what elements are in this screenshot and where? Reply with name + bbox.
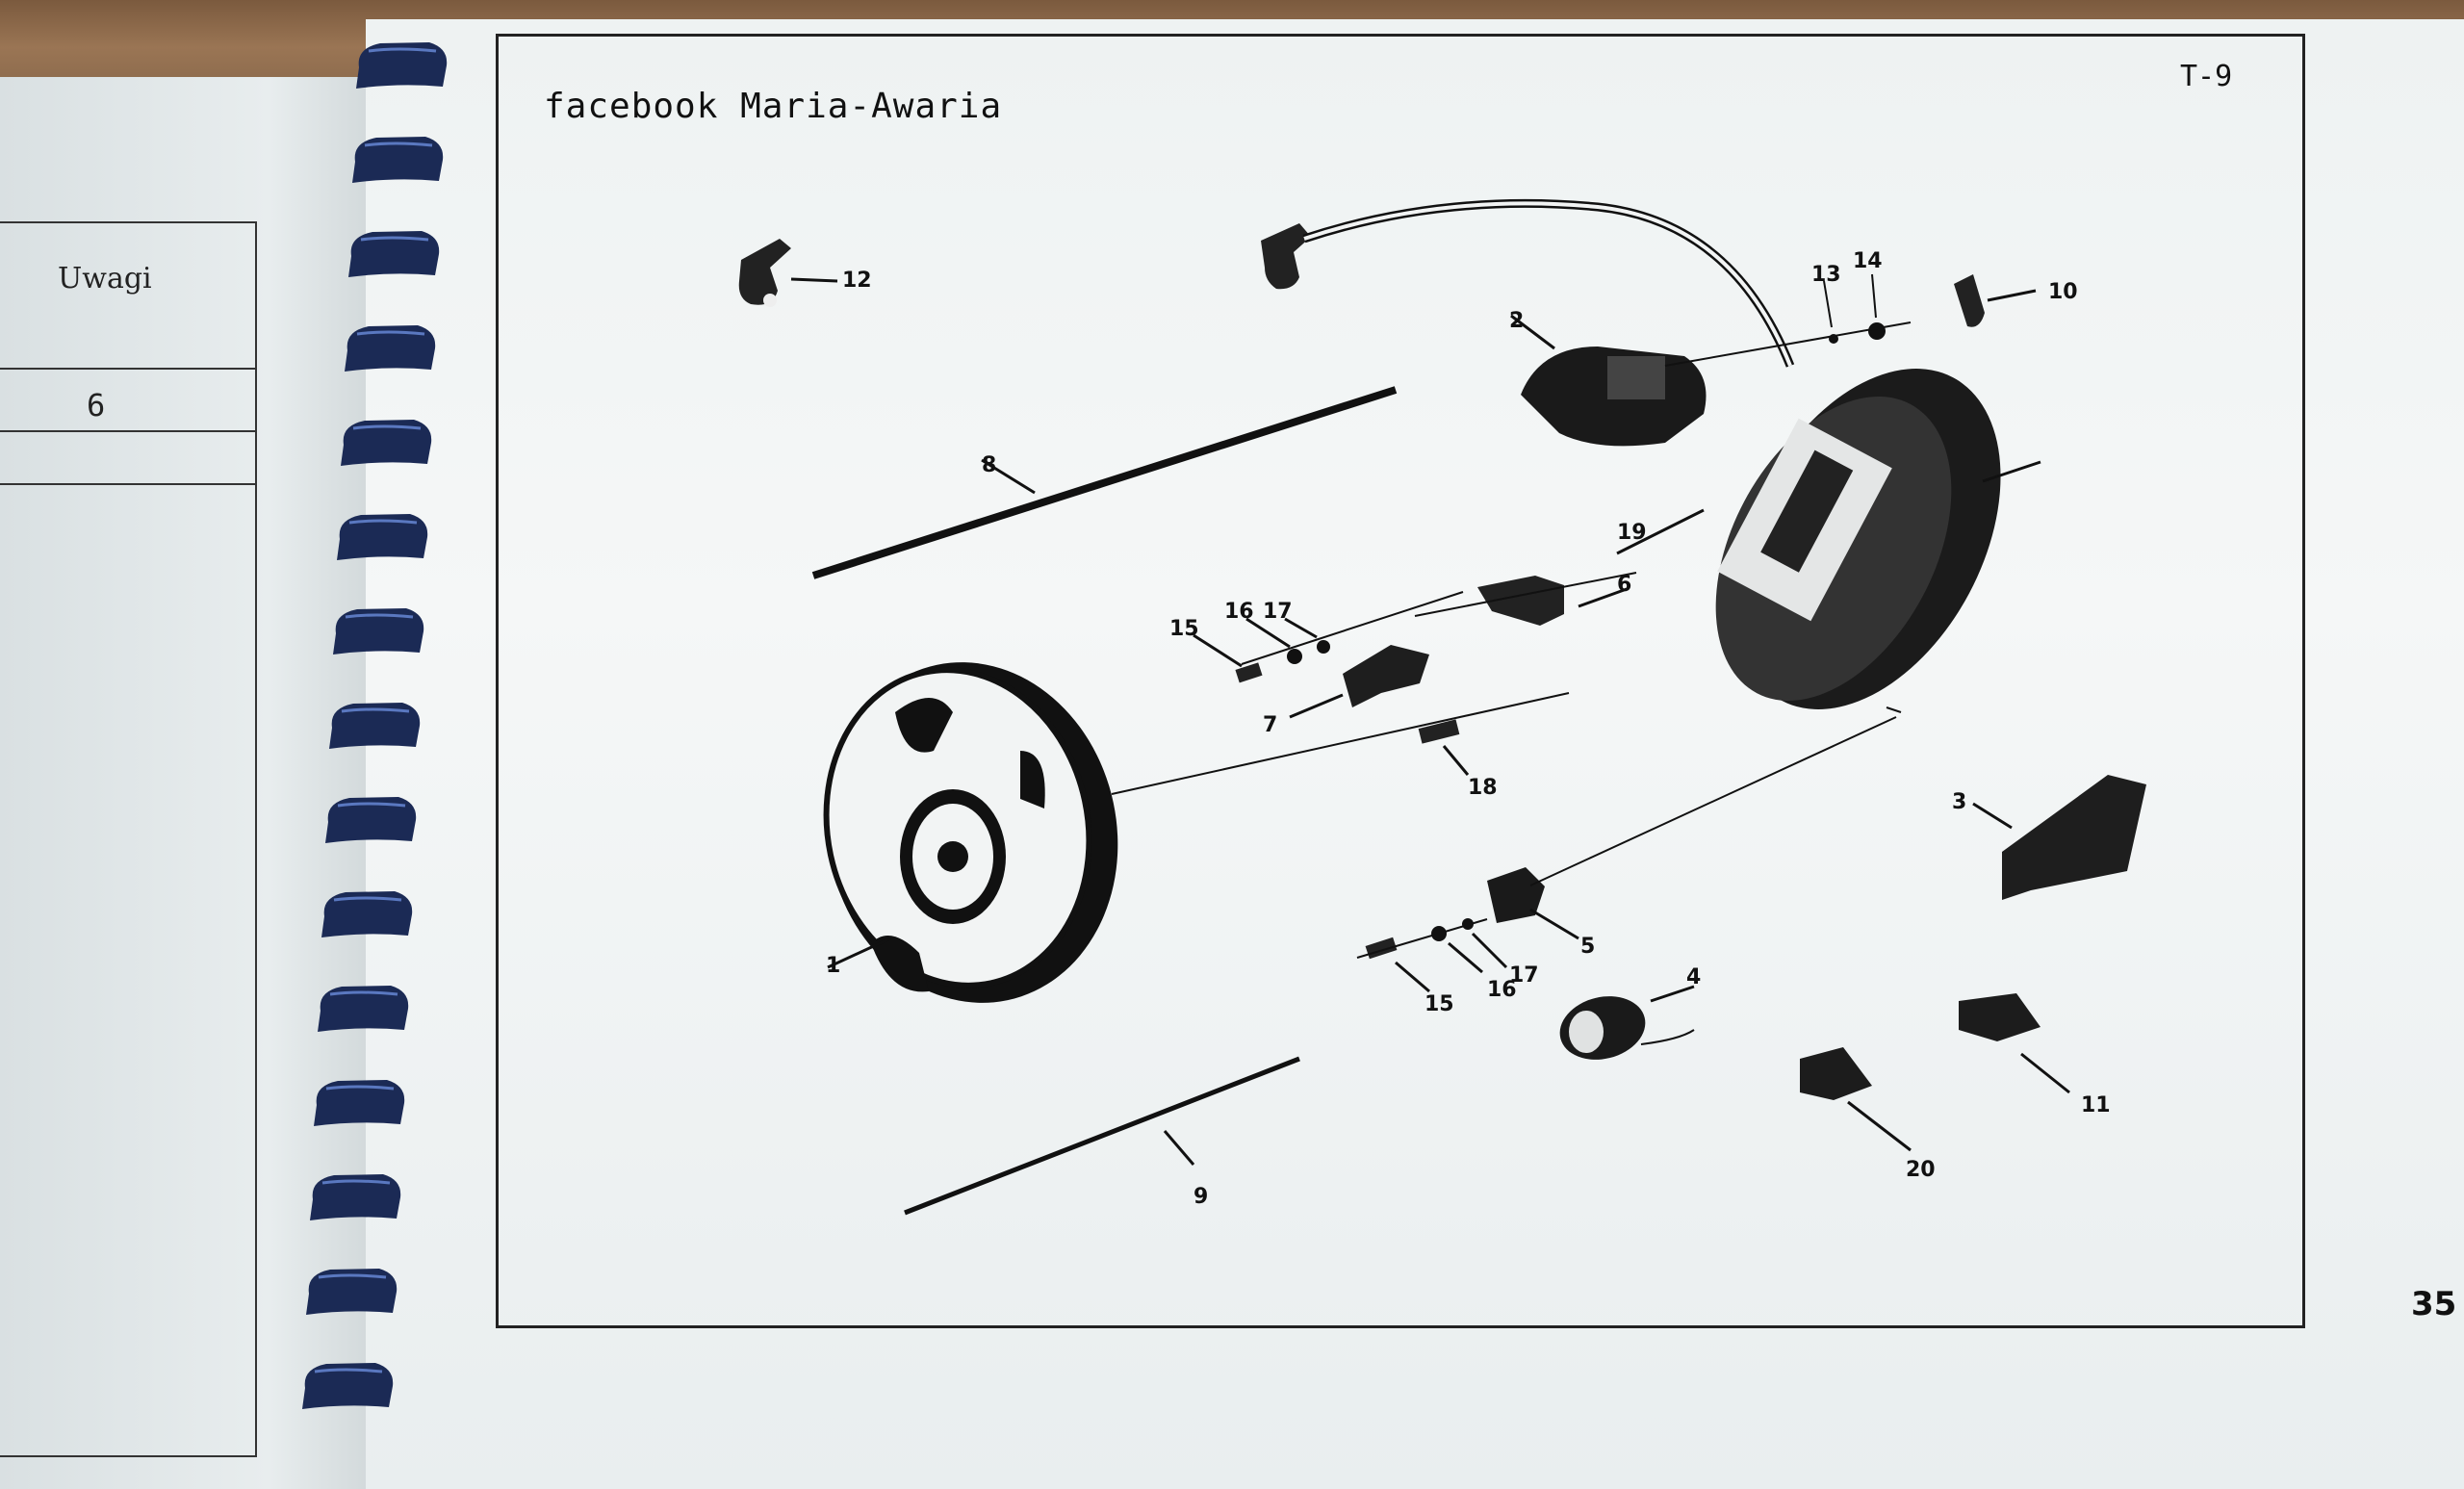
left-page: Uwagi 6 — [0, 77, 385, 1489]
part-grommet-11 — [1959, 993, 2070, 1094]
table-cell-value: 6 — [87, 387, 106, 424]
part-number-label: 17 — [1263, 600, 1293, 624]
binding-coil — [314, 1080, 405, 1126]
binding-coil — [302, 1363, 394, 1409]
binding-coil — [341, 420, 432, 466]
binding-coil — [329, 703, 421, 749]
part-screw-18 — [1418, 719, 1470, 776]
part-number-label: 14 — [1853, 249, 1883, 273]
binding-coil — [356, 42, 448, 89]
binding-coil — [325, 797, 417, 843]
column-header-remarks: Uwagi — [58, 262, 152, 295]
part-number-label: 4 — [1686, 965, 1701, 989]
part-capacitor-4 — [1559, 985, 1695, 1060]
part-number-label: 19 — [1617, 521, 1647, 545]
binding-coil — [352, 137, 444, 183]
part-number-label: 17 — [1509, 963, 1539, 988]
part-nut-14 — [1868, 322, 1886, 340]
part-washer-17-upper — [1317, 640, 1330, 654]
part-number-label: 16 — [1487, 978, 1517, 1002]
parts-table-fragment: Uwagi 6 — [0, 221, 257, 1457]
binding-coil — [337, 514, 428, 560]
part-rod-9 — [904, 1056, 1300, 1216]
part-ignition-coil — [1510, 314, 1707, 447]
part-bracket-3 — [1972, 775, 2146, 900]
part-number-label: 20 — [1906, 1158, 1936, 1182]
part-rod-8 — [811, 386, 1398, 579]
part-terminal-10 — [1954, 274, 2037, 327]
binding-coil — [348, 231, 440, 277]
part-number-label: 18 — [1468, 776, 1498, 800]
part-washer-16-upper — [1287, 649, 1302, 664]
part-screw-15-lower — [1356, 918, 1488, 993]
binding-coil — [306, 1269, 398, 1315]
part-screw-15-upper — [1193, 633, 1263, 683]
part-flywheel-1 — [823, 662, 1570, 1003]
part-spark-plug-cap — [738, 239, 838, 307]
part-number-label: 5 — [1580, 935, 1595, 959]
part-number-label: 11 — [2081, 1093, 2111, 1117]
part-number-label: 6 — [1617, 573, 1631, 597]
part-ignition-lead — [1261, 198, 1795, 368]
binding-coil — [310, 1174, 401, 1220]
part-number-label: 12 — [842, 269, 872, 293]
part-number-label: 15 — [1424, 992, 1454, 1016]
binding-coil — [321, 891, 413, 937]
part-number-label: 15 — [1169, 617, 1199, 641]
part-washer-17-lower — [1462, 918, 1474, 930]
page-title: facebook Maria-Awaria — [544, 87, 1003, 126]
part-stator-plate — [1616, 369, 2041, 709]
part-number-label: 3 — [1952, 790, 1966, 814]
diagram-frame — [496, 34, 2305, 1328]
part-number-label: 7 — [1263, 713, 1277, 737]
part-number-label: 10 — [2048, 280, 2078, 304]
part-contact-breaker-6 — [1414, 572, 1637, 626]
part-grommet-20 — [1800, 1047, 1912, 1152]
part-number-label: 2 — [1509, 309, 1524, 333]
part-cam-7 — [1289, 645, 1429, 719]
part-clamp-5 — [1487, 706, 1902, 940]
part-washer-16-lower — [1431, 926, 1447, 941]
binding-coil — [345, 325, 436, 372]
binding-coil — [318, 986, 409, 1032]
page-number: 35 — [2411, 1285, 2457, 1323]
binding-coil — [333, 608, 424, 655]
part-number-label: 9 — [1194, 1185, 1208, 1209]
part-number-label: 8 — [982, 453, 996, 477]
diagram-code: T-9 — [2180, 60, 2233, 93]
part-number-label: 16 — [1224, 600, 1254, 624]
part-number-label: 1 — [826, 954, 840, 978]
part-number-label: 13 — [1811, 263, 1841, 287]
right-page — [366, 19, 2464, 1489]
